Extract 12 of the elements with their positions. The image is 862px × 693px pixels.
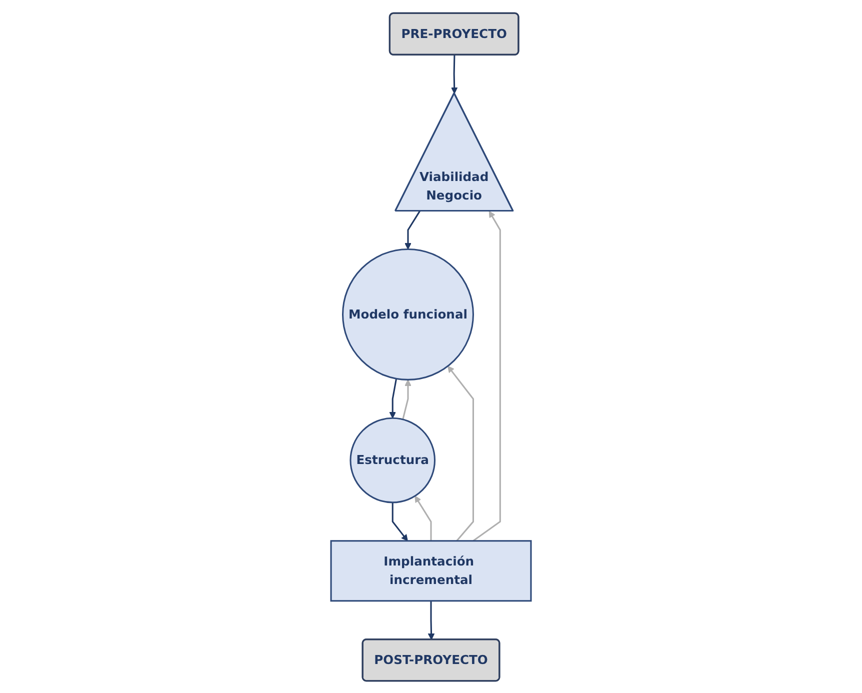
- arrow: [448, 365, 474, 541]
- arrow: [428, 600, 435, 640]
- arrow: [389, 378, 398, 418]
- arrow: [392, 502, 408, 541]
- node-circle: Estructura: [350, 416, 436, 503]
- node-circle: Modelo funcional: [342, 248, 474, 380]
- arrow: [414, 495, 432, 540]
- arrow: [472, 210, 501, 542]
- arrow: [450, 54, 458, 94]
- arrow: [402, 378, 412, 420]
- arrow: [404, 210, 420, 250]
- node-box: Implantación incremental: [330, 540, 532, 602]
